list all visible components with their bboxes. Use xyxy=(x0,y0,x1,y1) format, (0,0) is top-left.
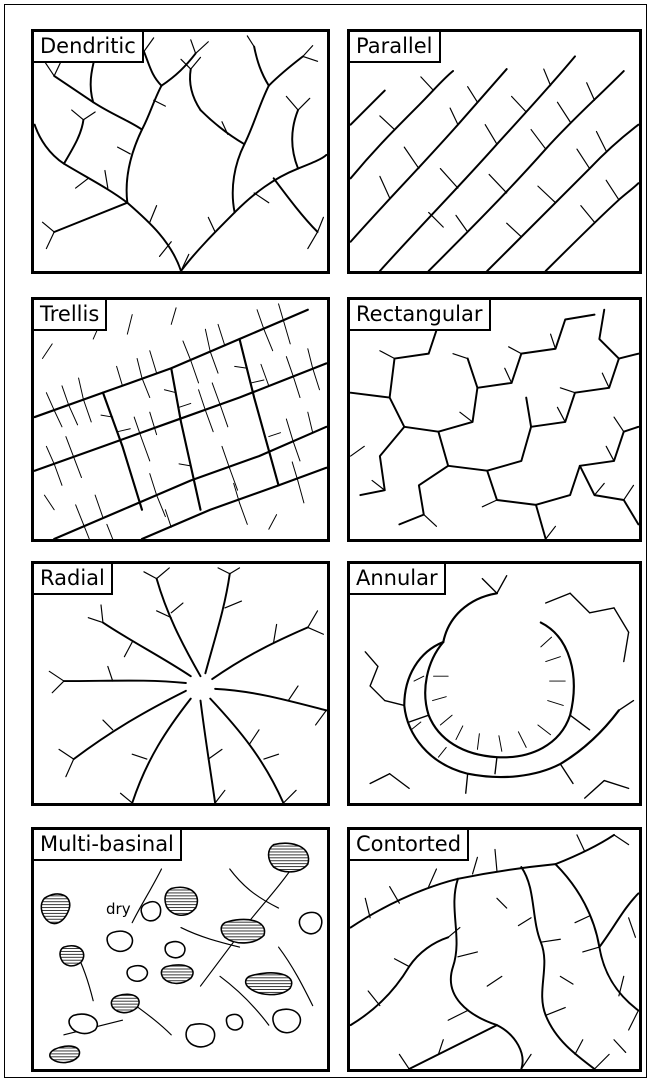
radial-drainage-pattern xyxy=(34,564,327,803)
panel-rectangular: Rectangular xyxy=(347,297,642,542)
multi-basinal-drainage-pattern xyxy=(34,830,327,1069)
panel-trellis: Trellis xyxy=(31,297,330,542)
rectangular-drainage-pattern xyxy=(350,300,639,539)
panel-parallel: Parallel xyxy=(347,29,642,274)
figure-frame: Dendritic xyxy=(4,4,647,1078)
panel-label-rectangular: Rectangular xyxy=(350,300,491,331)
parallel-drainage-pattern xyxy=(350,32,639,271)
panel-label-multi-basinal: Multi-basinal xyxy=(34,830,182,861)
panel-label-dendritic: Dendritic xyxy=(34,32,144,63)
panel-label-contorted: Contorted xyxy=(350,830,469,861)
panel-contorted: Contorted xyxy=(347,827,642,1072)
trellis-drainage-pattern xyxy=(34,300,327,539)
panel-label-annular: Annular xyxy=(350,564,446,595)
contorted-drainage-pattern xyxy=(350,830,639,1069)
panel-label-trellis: Trellis xyxy=(34,300,107,331)
dry-annotation: dry xyxy=(106,900,131,918)
annular-drainage-pattern xyxy=(350,564,639,803)
panel-dendritic: Dendritic xyxy=(31,29,330,274)
panel-multi-basinal: Multi-basinal dry xyxy=(31,827,330,1072)
panel-label-radial: Radial xyxy=(34,564,113,595)
dendritic-drainage-pattern xyxy=(34,32,327,271)
panel-annular: Annular xyxy=(347,561,642,806)
panel-radial: Radial xyxy=(31,561,330,806)
panel-label-parallel: Parallel xyxy=(350,32,441,63)
